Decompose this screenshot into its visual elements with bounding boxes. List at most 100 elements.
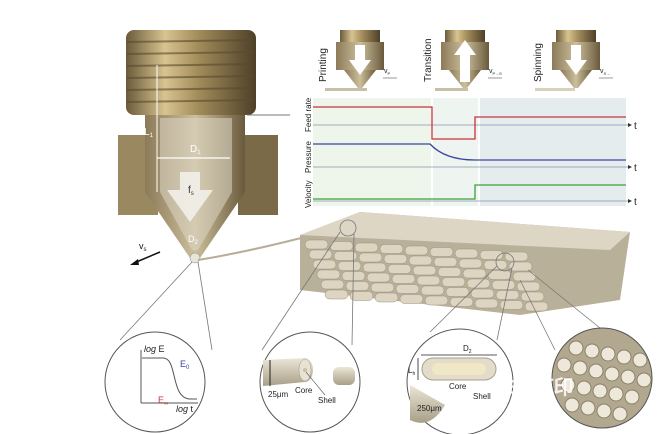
filament-cross-section	[624, 389, 640, 405]
einf-label: E∞	[158, 395, 168, 407]
filament-segment	[516, 281, 541, 292]
filament-segment	[466, 278, 491, 289]
filament-segment	[470, 288, 495, 299]
feed-rate-series	[313, 106, 626, 140]
filament-segment	[429, 247, 454, 257]
filament-cross-section	[560, 377, 576, 393]
mode-label-printing: Printing	[318, 48, 329, 82]
velocity-label: vS→	[600, 68, 610, 76]
filament-segment	[391, 274, 416, 284]
filament-segment	[329, 241, 354, 251]
filament-segment	[495, 290, 520, 300]
filament-segment	[424, 295, 449, 306]
filament-segment	[387, 264, 412, 274]
filament-segment	[445, 287, 470, 297]
nozzle-threads	[126, 30, 256, 115]
inset-fiber: 25μm Core Shell	[259, 331, 361, 433]
size-label: 25μm	[268, 390, 289, 399]
arrow-up-icon	[454, 40, 476, 82]
filament-segment	[316, 269, 341, 280]
watermark: 3D打印	[508, 375, 574, 399]
filament-cross-section	[608, 386, 624, 402]
velocity-label: vP	[384, 68, 391, 76]
filament-cross-section	[568, 340, 584, 356]
filament-segment	[437, 267, 462, 277]
vs-arrowhead-icon	[130, 259, 139, 265]
label-l1: L1	[144, 127, 154, 139]
velocity-label: vP→S	[489, 68, 502, 76]
pressure-series	[313, 143, 626, 161]
row-label-feed-rate: Feed rate	[304, 97, 313, 132]
mode-spinning: Spinning vS→	[533, 30, 613, 91]
filament-segment	[399, 294, 424, 304]
shell-label: Shell	[318, 396, 336, 405]
filament-segment	[508, 261, 533, 272]
arrow-down-icon	[349, 45, 371, 75]
filament-cross-section	[588, 363, 604, 379]
filament-segment	[462, 268, 487, 279]
filament-segment	[337, 261, 362, 271]
mode-label-spinning: Spinning	[533, 43, 544, 82]
filament-cross-section	[620, 369, 636, 385]
t-label: t	[634, 197, 637, 208]
filament-segment	[420, 285, 445, 296]
nozzle-illustration: L1 D1 fs D2 L2 vs	[118, 30, 351, 265]
filament-segment	[354, 242, 379, 253]
filament-segment	[370, 282, 395, 293]
label-d1: D1	[190, 144, 201, 156]
label-l2: L2	[177, 245, 184, 256]
core-label: Core	[449, 382, 467, 391]
filament-cross-section	[556, 357, 572, 373]
filament-cross-section	[584, 343, 600, 359]
x-axis-label: log t	[176, 404, 194, 414]
filament-segment	[374, 292, 399, 303]
label-fs: fs	[188, 185, 194, 197]
filament-segment	[308, 249, 333, 260]
filament-segment	[483, 260, 508, 270]
label-d2: D2	[188, 234, 199, 246]
filament-segment	[449, 297, 474, 307]
d2-label: D2	[463, 344, 472, 355]
velocity-series	[313, 184, 626, 200]
filament-segment	[362, 262, 387, 273]
filament-segment	[333, 251, 358, 261]
filament-segment	[408, 255, 433, 266]
mode-printing: Printing vP	[318, 30, 397, 91]
filament-cross-section	[592, 383, 608, 399]
filament-segment	[441, 277, 466, 287]
mode-label-transition: Transition	[423, 38, 434, 82]
mode-illustrations: Printing vP Transition vP→S Spinning vS→	[318, 30, 613, 91]
filament-cross-section	[612, 406, 628, 422]
t-label: t	[634, 121, 637, 132]
filament-segment	[320, 279, 345, 290]
label-vs: vs	[139, 241, 147, 253]
inset-filament: D2 Lh Core Shell 250μm	[406, 328, 514, 434]
filament-segment	[474, 298, 499, 309]
flow-arrow-icon	[167, 172, 213, 222]
phase-printing-bg	[313, 98, 431, 206]
filament-segment	[358, 252, 383, 263]
timing-chart: t t t Feed rate Pressure Velocity	[304, 97, 637, 208]
filament-segment	[345, 281, 370, 291]
filament-cross-section	[572, 360, 588, 376]
filament-segment	[458, 258, 483, 269]
filament-segment	[520, 291, 545, 302]
filament-segment	[324, 289, 349, 300]
filament-segment	[395, 284, 420, 294]
inset-modulus-plot: log E log t E0 E∞	[104, 331, 206, 433]
t-label: t	[634, 163, 637, 174]
row-label-velocity: Velocity	[304, 180, 313, 208]
filament-segment	[304, 239, 329, 250]
filament-segment	[366, 272, 391, 283]
filament-cross-section	[564, 397, 580, 413]
filament-segment	[379, 244, 404, 254]
filament-cross-section	[632, 352, 648, 368]
filament-segment	[433, 257, 458, 267]
filament-segment	[312, 259, 337, 270]
filament-segment	[499, 300, 524, 310]
filament-cross-section	[596, 403, 612, 419]
shell-label: Shell	[473, 392, 491, 401]
lh-label: Lh	[408, 366, 415, 377]
filament-segment	[349, 291, 374, 301]
y-axis-label: log E	[144, 344, 165, 354]
